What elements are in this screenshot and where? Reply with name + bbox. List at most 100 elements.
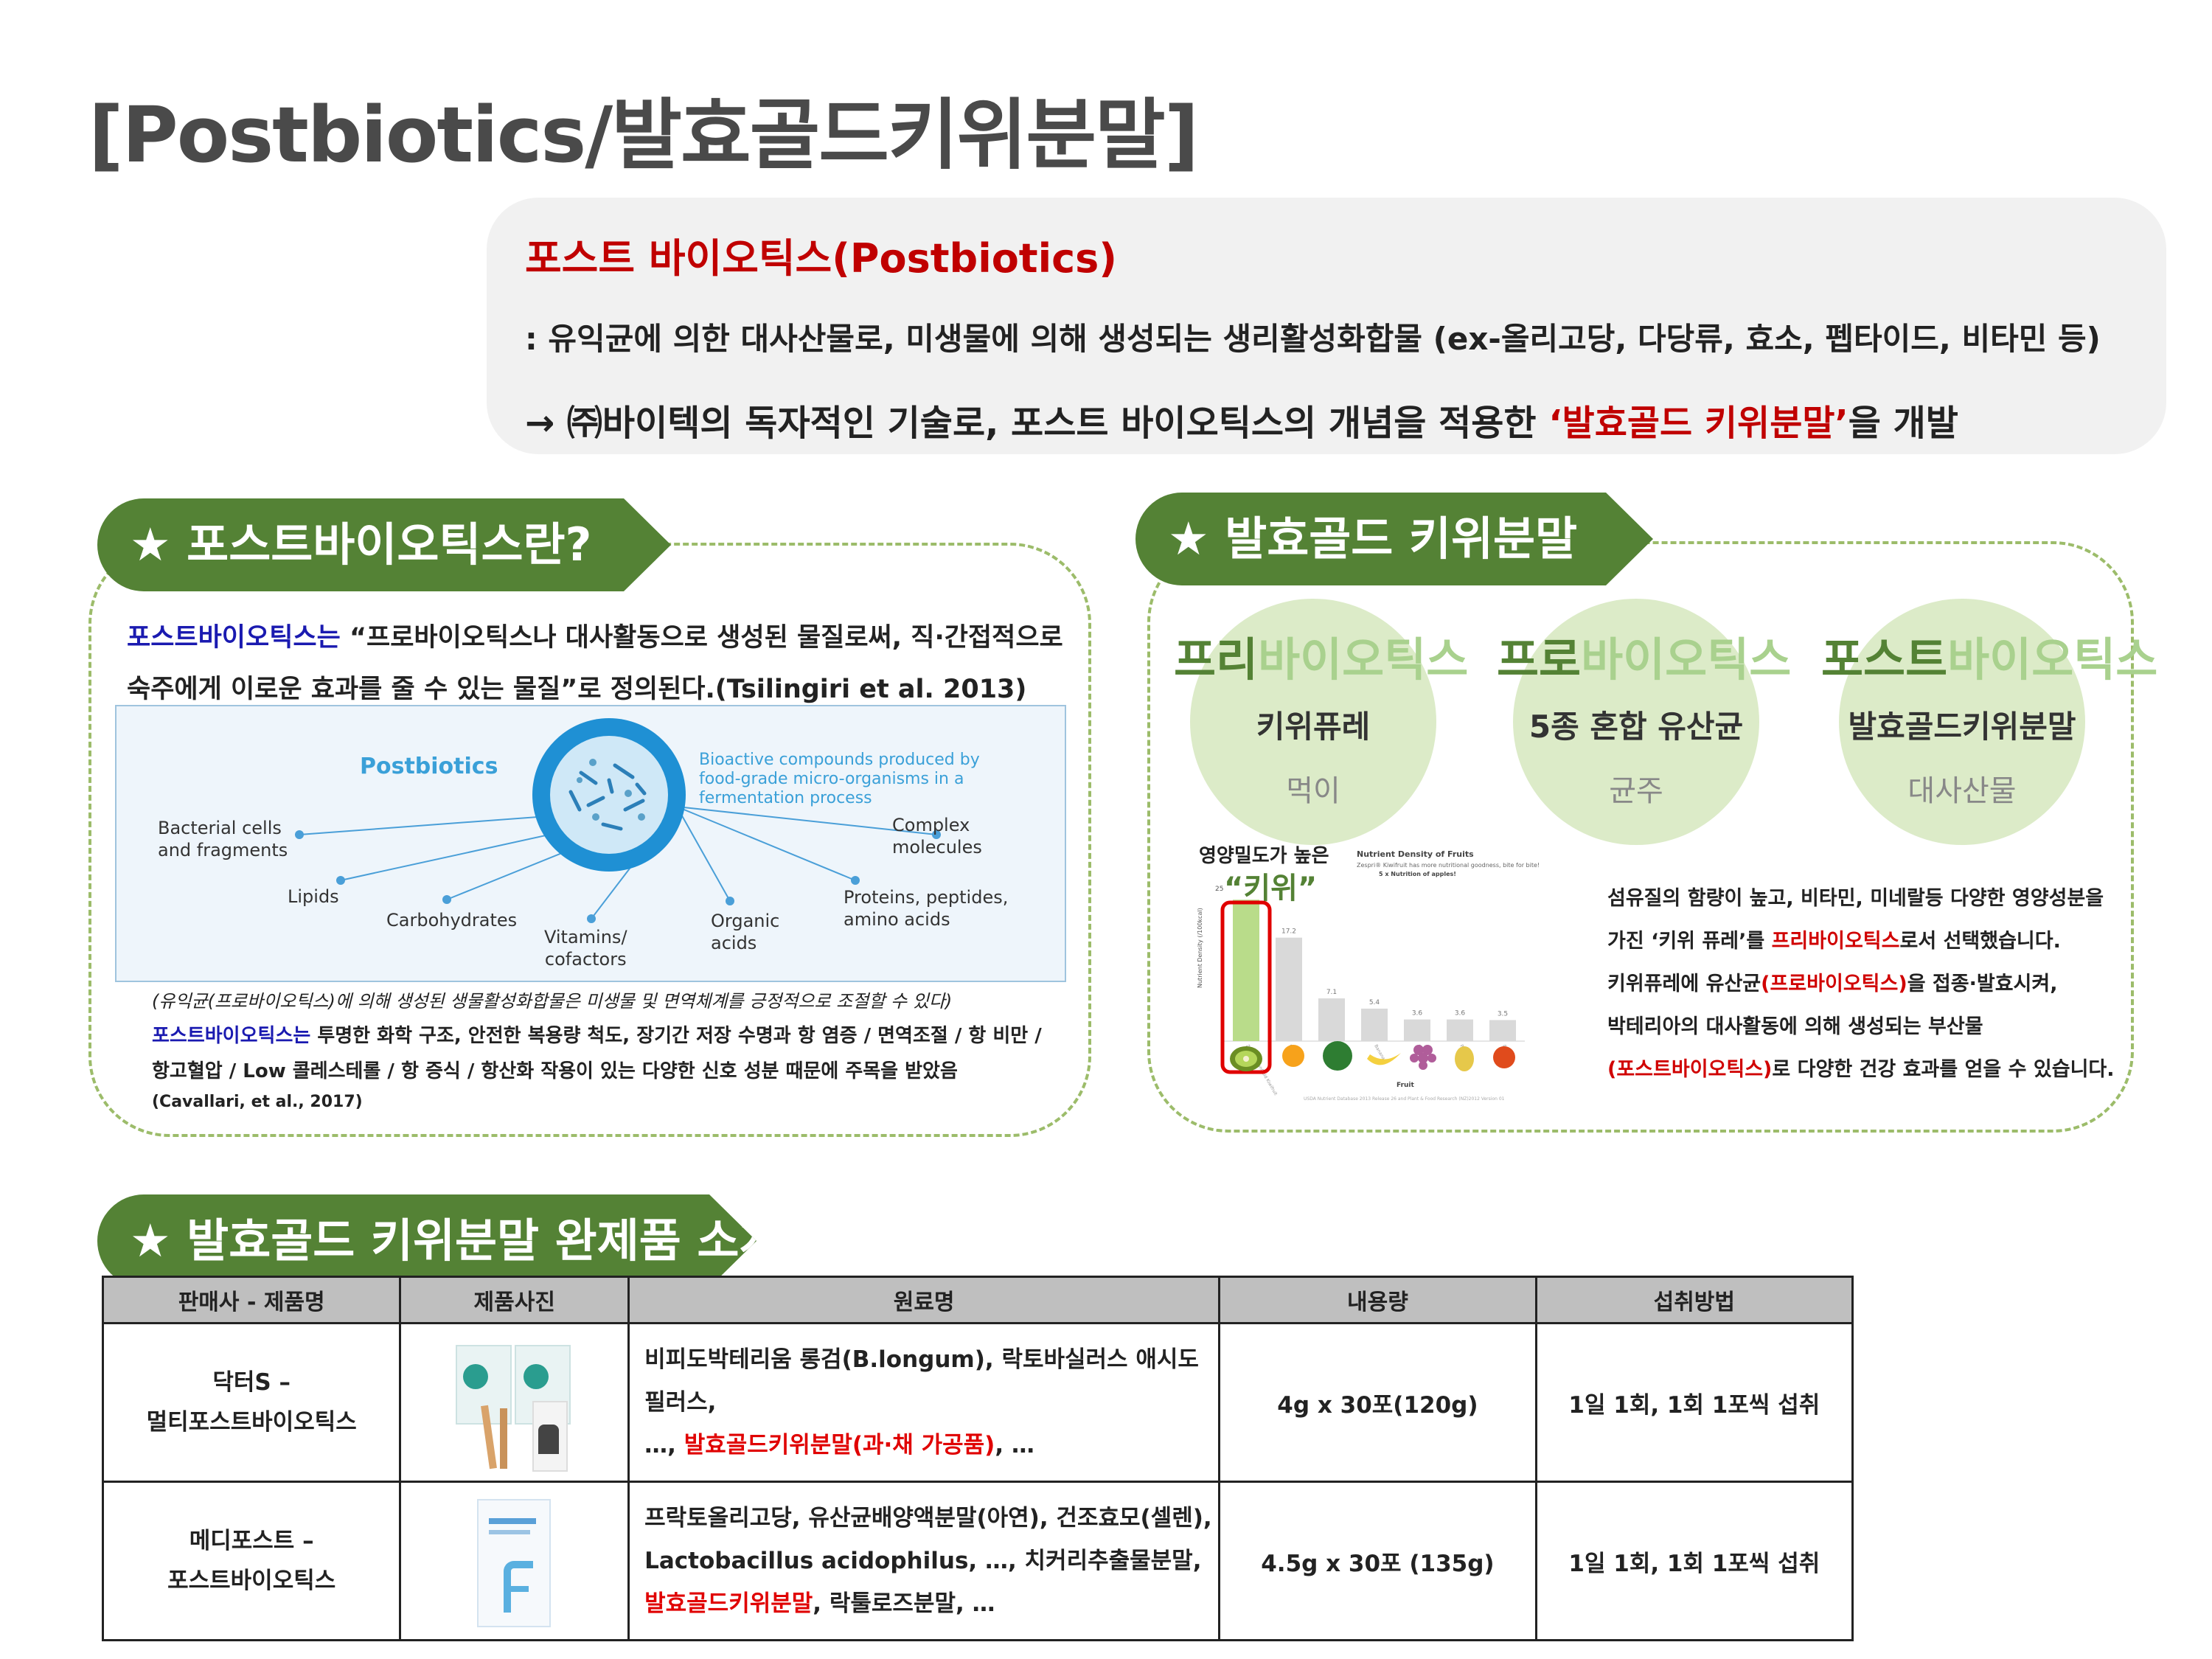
definition-box bbox=[487, 198, 2166, 454]
kiwi-text-line-1: 섬유질의 함량이 높고, 비타민, 미네랄등 다양한 영양성분을 bbox=[1607, 882, 2104, 911]
heading-part: 바이오틱스 bbox=[1581, 633, 1792, 686]
chart-bar bbox=[1361, 1008, 1388, 1041]
text-highlight: (프로바이오틱스) bbox=[1761, 973, 1907, 995]
kiwi-text-line-3: 키위퓨레에 유산균(프로바이오틱스)을 접종·발효시켜, bbox=[1607, 967, 2057, 996]
column-header: 원료명 bbox=[627, 1276, 1221, 1324]
chart-bar bbox=[1276, 937, 1302, 1041]
fruit-icons bbox=[1230, 1041, 1515, 1071]
node-label: Organic bbox=[711, 911, 780, 931]
definition-text: : 유익균에 의한 대사산물로, 미생물에 의해 생성되는 생리활성화합물 (e… bbox=[525, 321, 2101, 357]
column-header: 섭취방법 bbox=[1534, 1276, 1854, 1324]
banana-icon bbox=[1367, 1053, 1401, 1065]
chart-ylabel: Nutrient Density (/100kcal) bbox=[1197, 908, 1203, 988]
development-highlight: ‘발효골드 키위분말’ bbox=[1548, 403, 1848, 444]
definition-heading: 포스트 바이오틱스(Postbiotics) bbox=[525, 235, 1117, 282]
amount-cell: 4g x 30포(120g) bbox=[1218, 1322, 1537, 1483]
amount-cell: 4.5g x 30포 (135g) bbox=[1218, 1481, 1537, 1641]
diagram-node: Lipids bbox=[288, 886, 339, 907]
text-part: 가진 ‘키위 퓨레’를 bbox=[1607, 930, 1772, 953]
diagram-center-description: Bioactive compounds produced by food-gra… bbox=[699, 751, 980, 808]
ingredient-line: …, 발효골드키위분말(과·채 가공품), … bbox=[644, 1424, 1217, 1467]
node-label: Bacterial cells bbox=[158, 818, 282, 838]
description-rest: 투명한 화학 구조, 안전한 복용량 척도, 장기간 저장 수명과 항 염증 /… bbox=[310, 1025, 1042, 1047]
postbiotics-definition-2: 숙주에게 이로운 효과를 줄 수 있는 물질”로 정의된다.(Tsilingir… bbox=[127, 675, 1027, 704]
products-table: 판매사 - 제품명 제품사진 원료명 내용량 섭취방법 닥터S – 멀티포스트바… bbox=[101, 1276, 1854, 1641]
chart-source: USDA Nutrient Database 2013 Release 26 a… bbox=[1304, 1096, 1505, 1102]
node-label: molecules bbox=[892, 837, 982, 858]
node-label: Complex bbox=[892, 815, 970, 835]
orange-icon bbox=[1282, 1045, 1304, 1067]
postbiotics-term: 포스트바이오틱스는 bbox=[152, 1025, 311, 1047]
watermelon-icon bbox=[1323, 1041, 1352, 1071]
diagram-node: Vitamins/cofactors bbox=[544, 926, 627, 970]
intake-cell: 1일 1회, 1회 1포씩 섭취 bbox=[1534, 1481, 1854, 1641]
grapes-icon bbox=[1410, 1045, 1436, 1070]
product-photo bbox=[455, 1335, 574, 1472]
pear-icon bbox=[1455, 1046, 1474, 1071]
ingredient-text: …, bbox=[644, 1432, 684, 1458]
seller-product-cell: 닥터S – 멀티포스트바이오틱스 bbox=[101, 1322, 402, 1483]
node-label: and fragments bbox=[158, 840, 288, 860]
text-part: 로서 선택했습니다. bbox=[1899, 930, 2061, 953]
text-part: 을 접종·발효시켜, bbox=[1907, 973, 2058, 995]
prebiotics-circle bbox=[1190, 599, 1436, 845]
products-banner: ★ 발효골드 키위분말 완제품 소개 bbox=[97, 1194, 757, 1287]
postbiotics-description-2: 항고혈압 / Low 콜레스테롤 / 항 증식 / 항산화 작용이 있는 다양한… bbox=[152, 1060, 958, 1082]
intake-cell: 1일 1회, 1회 1포씩 섭취 bbox=[1534, 1322, 1854, 1483]
seller-product-cell: 메디포스트 – 포스트바이오틱스 bbox=[101, 1481, 402, 1641]
center-desc-line: Bioactive compounds produced by bbox=[699, 751, 980, 769]
chart-bar bbox=[1447, 1019, 1473, 1041]
nutrient-density-chart: Nutrient Density of Fruits Zespri® Kiwif… bbox=[1197, 849, 1540, 1102]
probiotics-heading: 프로바이오틱스 bbox=[1497, 622, 1791, 689]
ingredient-text: , … bbox=[995, 1432, 1034, 1458]
ingredients-cell: 프락토올리고당, 유산균배양액분말(아연), 건조효모(셀렌), Lactoba… bbox=[627, 1481, 1221, 1641]
microbe-icon bbox=[568, 763, 647, 831]
column-header: 내용량 bbox=[1218, 1276, 1537, 1324]
node-label: acids bbox=[711, 933, 757, 953]
diagram-node-dots bbox=[295, 830, 941, 923]
kiwi-text-line-2: 가진 ‘키위 퓨레’를 프리바이오틱스로서 선택했습니다. bbox=[1607, 925, 2061, 953]
column-header: 판매사 - 제품명 bbox=[101, 1276, 402, 1324]
product-photo bbox=[474, 1493, 555, 1629]
prebiotics-heading: 프리바이오틱스 bbox=[1174, 622, 1468, 689]
heading-part: 바이오틱스 bbox=[1947, 633, 2158, 686]
chart-data-label: 5.4 bbox=[1369, 999, 1380, 1006]
chart-subtitle: Zespri® Kiwifruit has more nutritional g… bbox=[1357, 862, 1540, 869]
postbiotics-circle bbox=[1839, 599, 2085, 845]
chart-data-label: 3.6 bbox=[1455, 1010, 1466, 1018]
chart-bar bbox=[1233, 900, 1259, 1041]
chart-caption: 영양밀도가 높은 bbox=[1199, 845, 1329, 867]
chart-bar bbox=[1318, 998, 1345, 1041]
chart-data-label: 17.2 bbox=[1281, 928, 1296, 936]
diagram-note: (유익균(프로바이오틱스)에 의해 생성된 생물활성화합물은 미생물 및 면역체… bbox=[152, 991, 953, 1012]
node-label: Proteins, peptides, bbox=[844, 887, 1009, 908]
heading-part: 프리 bbox=[1174, 633, 1259, 686]
column-header: 제품사진 bbox=[399, 1276, 630, 1324]
table-row: 닥터S – 멀티포스트바이오틱스 비피도박테리움 롱검(B.longum), 락… bbox=[101, 1322, 1854, 1483]
kiwi-powder-banner: ★ 발효골드 키위분말 bbox=[1135, 493, 1653, 585]
postbiotics-definition-rest: “프로바이오틱스나 대사활동으로 생성된 물질로써, 직·간접적으로 bbox=[340, 623, 1063, 653]
chart-data-label: 3.6 bbox=[1412, 1010, 1423, 1018]
postbiotics-label: 발효골드키위분말 bbox=[1848, 709, 2076, 745]
center-desc-line: food-grade micro-organisms in a bbox=[699, 770, 964, 788]
chart-title: Nutrient Density of Fruits bbox=[1357, 849, 1474, 859]
postbiotics-banner: ★ 포스트바이오틱스란? bbox=[97, 498, 671, 591]
product-photo-cell bbox=[399, 1322, 630, 1483]
diagram-node: Proteins, peptides,amino acids bbox=[844, 886, 1008, 931]
postbiotics-diagram-svg bbox=[295, 718, 941, 923]
apple-icon bbox=[1493, 1046, 1515, 1068]
probiotics-circle bbox=[1513, 599, 1759, 845]
development-prefix: → ㈜바이텍의 독자적인 기술로, 포스트 바이오틱스의 개념을 적용한 bbox=[525, 403, 1549, 444]
definition-development: → ㈜바이텍의 독자적인 기술로, 포스트 바이오틱스의 개념을 적용한 ‘발효… bbox=[525, 394, 1958, 445]
chart-bar bbox=[1404, 1019, 1430, 1041]
seller-name: 메디포스트 – bbox=[189, 1528, 314, 1554]
ingredient-line: 발효골드키위분말, 락툴로즈분말, … bbox=[644, 1582, 1217, 1625]
prebiotics-sub: 먹이 bbox=[1286, 774, 1340, 808]
ingredient-highlight: 발효골드키위분말 bbox=[644, 1590, 813, 1617]
heading-part: 포스트 bbox=[1821, 633, 1948, 686]
node-label: amino acids bbox=[844, 909, 950, 930]
chart-xlabel: Fruit bbox=[1397, 1082, 1415, 1089]
product-photo-cell bbox=[399, 1481, 630, 1641]
